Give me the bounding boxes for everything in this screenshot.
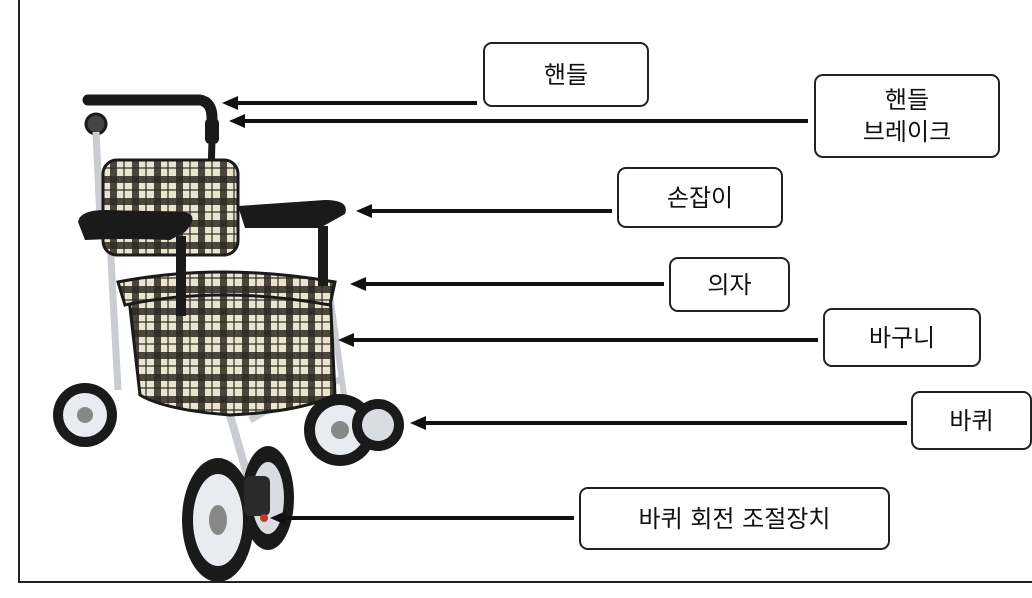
armrests — [78, 200, 346, 316]
label-handle-brake-line2: 브레이크 — [862, 118, 952, 146]
label-handle-brake: 핸들 브레이크 — [814, 74, 1000, 158]
label-seat: 의자 — [669, 257, 790, 312]
figure-frame — [18, 0, 1032, 583]
seat-back — [101, 158, 240, 257]
basket — [126, 288, 337, 417]
front-wheel — [182, 446, 294, 582]
label-armrest: 손잡이 — [617, 167, 783, 228]
label-wheel: 바퀴 — [911, 391, 1032, 450]
label-wheel-swivel-lock: 바퀴 회전 조절장치 — [579, 487, 890, 550]
pointer-arrows — [222, 96, 907, 525]
rear-right-wheel — [304, 394, 404, 466]
label-basket: 바구니 — [823, 308, 981, 367]
rear-left-wheel — [53, 383, 117, 447]
label-handle: 핸들 — [483, 42, 649, 107]
handle-bar — [82, 94, 219, 144]
label-handle-brake-line1: 핸들 — [884, 86, 930, 114]
